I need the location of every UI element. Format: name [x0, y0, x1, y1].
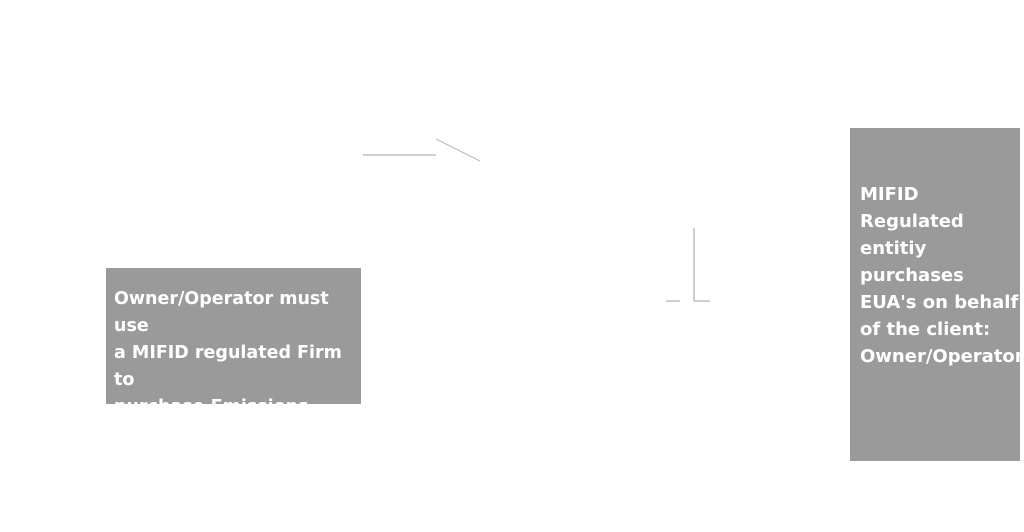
mifid-entity-box: MIFID Regulated entitiy purchases EUA's …	[850, 128, 1024, 461]
owner-operator-box: Owner/Operator must use a MIFID regulate…	[106, 268, 361, 444]
connector-diagonal-top	[435, 138, 481, 162]
